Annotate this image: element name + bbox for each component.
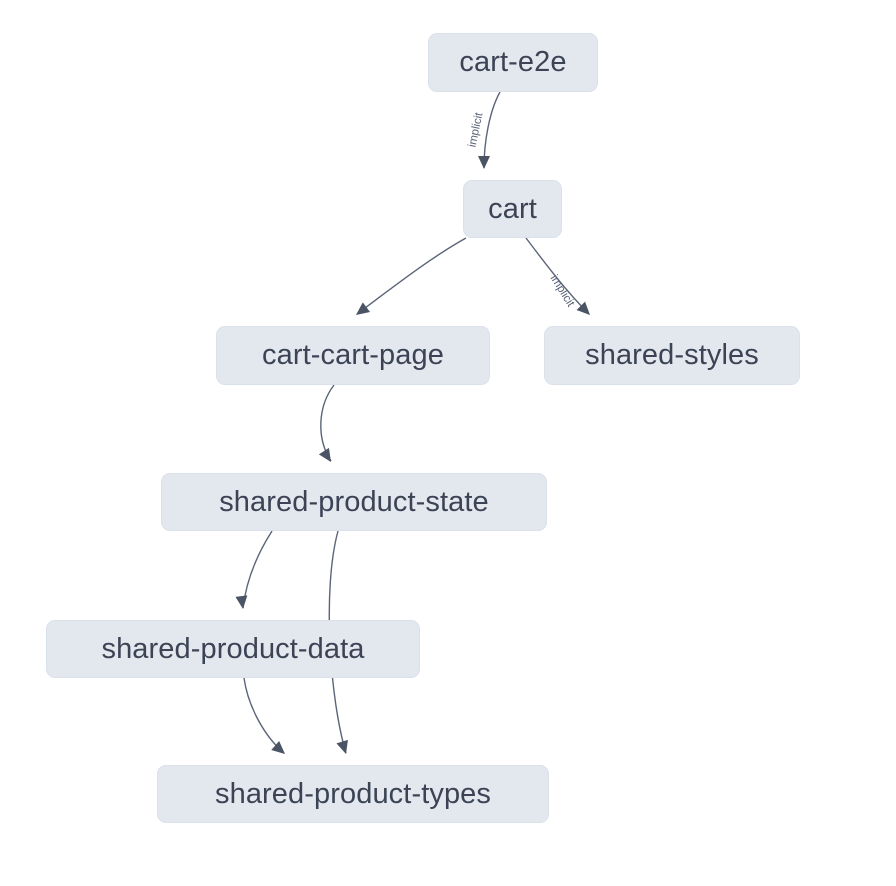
edge-shared-product-state__shared-product-data xyxy=(242,530,273,609)
graph-node-label: cart xyxy=(488,192,537,225)
arrowhead-arrow-shared-styles xyxy=(576,301,590,315)
graph-node-shared-product-data[interactable]: shared-product-data xyxy=(46,620,420,678)
arrowhead-arrow-cart xyxy=(478,156,490,169)
graph-node-shared-product-state[interactable]: shared-product-state xyxy=(161,473,547,531)
graph-node-label: shared-product-state xyxy=(219,485,489,518)
arrowhead-arrow-types-from-data xyxy=(271,740,285,754)
arrowhead-arrow-types-from-state xyxy=(336,739,348,754)
graph-node-cart-cart-page[interactable]: cart-cart-page xyxy=(216,326,490,385)
graph-node-label: shared-product-types xyxy=(214,777,492,810)
graph-node-label: cart-cart-page xyxy=(262,339,444,371)
arrowhead-arrow-cart-cart-page xyxy=(356,302,370,315)
graph-node-cart-e2e[interactable]: cart-e2e xyxy=(428,33,598,92)
graph-node-shared-product-types[interactable]: shared-product-types xyxy=(157,765,549,823)
edge-cart__cart-cart-page xyxy=(356,237,467,315)
graph-node-label: shared-product-data xyxy=(101,632,365,665)
graph-node-shared-styles[interactable]: shared-styles xyxy=(544,326,800,385)
graph-node-label: cart-e2e xyxy=(459,46,567,78)
arrowhead-arrow-product-state xyxy=(318,447,331,462)
graph-node-label: shared-styles xyxy=(585,339,759,371)
edge-shared-product-data__shared-product-types xyxy=(243,677,285,754)
arrowhead-arrow-product-data xyxy=(235,595,248,609)
graph-node-cart[interactable]: cart xyxy=(463,180,562,238)
